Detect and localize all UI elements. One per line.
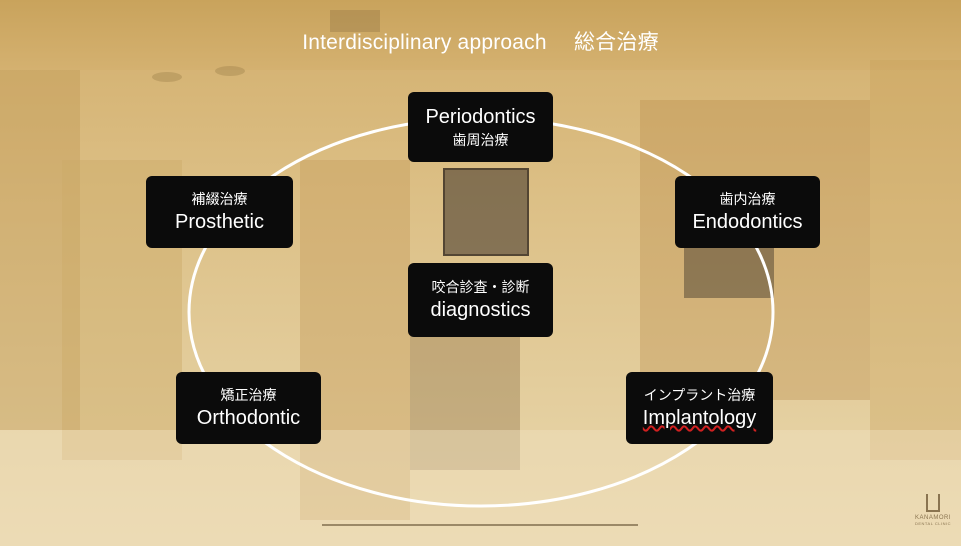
- logo-name: KANAMORI: [914, 515, 951, 521]
- node-label-jp: 咬合診査・診断: [431, 279, 530, 295]
- node-label-en: Prosthetic: [175, 211, 264, 233]
- background-ceiling: [0, 0, 961, 70]
- node-label-jp: 歯内治療: [719, 191, 776, 207]
- node-label-en: Orthodontic: [196, 407, 301, 429]
- node-implantology: インプラント治療 Implantology: [626, 372, 773, 444]
- node-diagnostics: 咬合診査・診断 diagnostics: [408, 263, 553, 337]
- background-floor: [0, 430, 961, 546]
- background-light: [152, 72, 182, 82]
- node-label-en: Periodontics: [425, 106, 536, 128]
- node-label-jp: 矯正治療: [220, 387, 277, 403]
- background-light: [215, 66, 245, 76]
- node-label-en: diagnostics: [430, 299, 531, 321]
- slide-progress-bar: [322, 524, 638, 526]
- node-endodontics: 歯内治療 Endodontics: [675, 176, 820, 248]
- node-label-jp: 補綴治療: [191, 191, 248, 207]
- node-label-jp: 歯周治療: [452, 132, 509, 148]
- slide-title: Interdisciplinary approach 総合治療: [302, 31, 659, 54]
- background-door: [640, 100, 870, 400]
- node-label-en: Implantology: [642, 407, 757, 429]
- background-wall: [0, 70, 80, 430]
- background-monitor: [443, 168, 529, 256]
- logo-icon: [926, 494, 940, 512]
- logo-subtitle: DENTAL CLINIC: [914, 521, 952, 526]
- background-vent: [330, 10, 380, 32]
- node-prosthetic: 補綴治療 Prosthetic: [146, 176, 293, 248]
- clinic-logo: KANAMORI DENTAL CLINIC: [913, 494, 953, 538]
- background-partition: [300, 160, 410, 520]
- node-label-jp: インプラント治療: [643, 387, 756, 403]
- node-label-en: Endodontics: [692, 211, 803, 233]
- background-wall: [870, 60, 961, 460]
- node-periodontics: Periodontics 歯周治療: [408, 92, 553, 162]
- node-orthodontic: 矯正治療 Orthodontic: [176, 372, 321, 444]
